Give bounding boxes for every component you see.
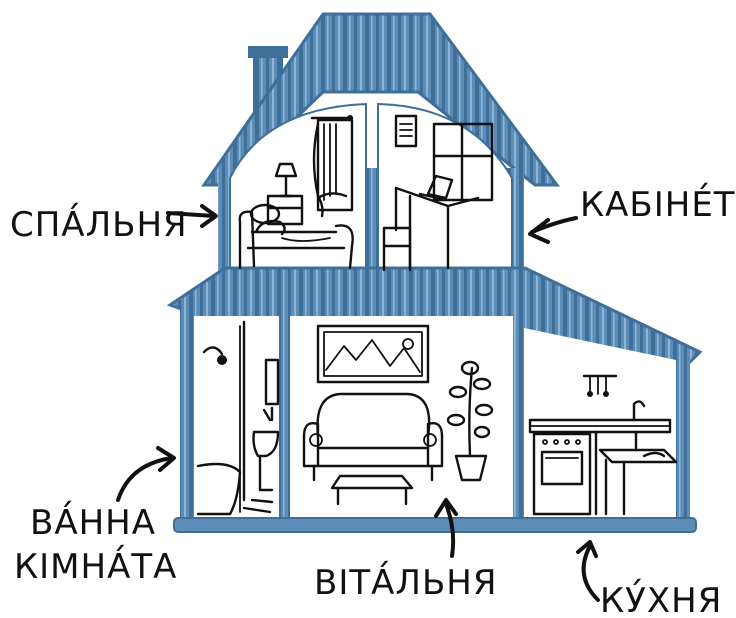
label-kitchen: КУ́ХНЯ [600, 579, 722, 618]
label-bedroom: СПА́ЛЬНЯ [10, 203, 188, 245]
label-bathroom-line1: ВА́ННА [30, 501, 156, 543]
label-living-room: ВІТА́ЛЬНЯ [314, 561, 497, 603]
label-bathroom-line2: КІМНА́ТА [14, 545, 177, 587]
arrow-kitchen [578, 542, 598, 600]
foundation [174, 518, 696, 532]
arrow-study [530, 218, 576, 242]
bathroom-room [194, 316, 279, 518]
kitchen-room [524, 328, 676, 518]
label-study: КАБІНЕ́Т [580, 183, 736, 225]
house-structure [170, 14, 700, 532]
arrow-bathroom [118, 448, 174, 500]
